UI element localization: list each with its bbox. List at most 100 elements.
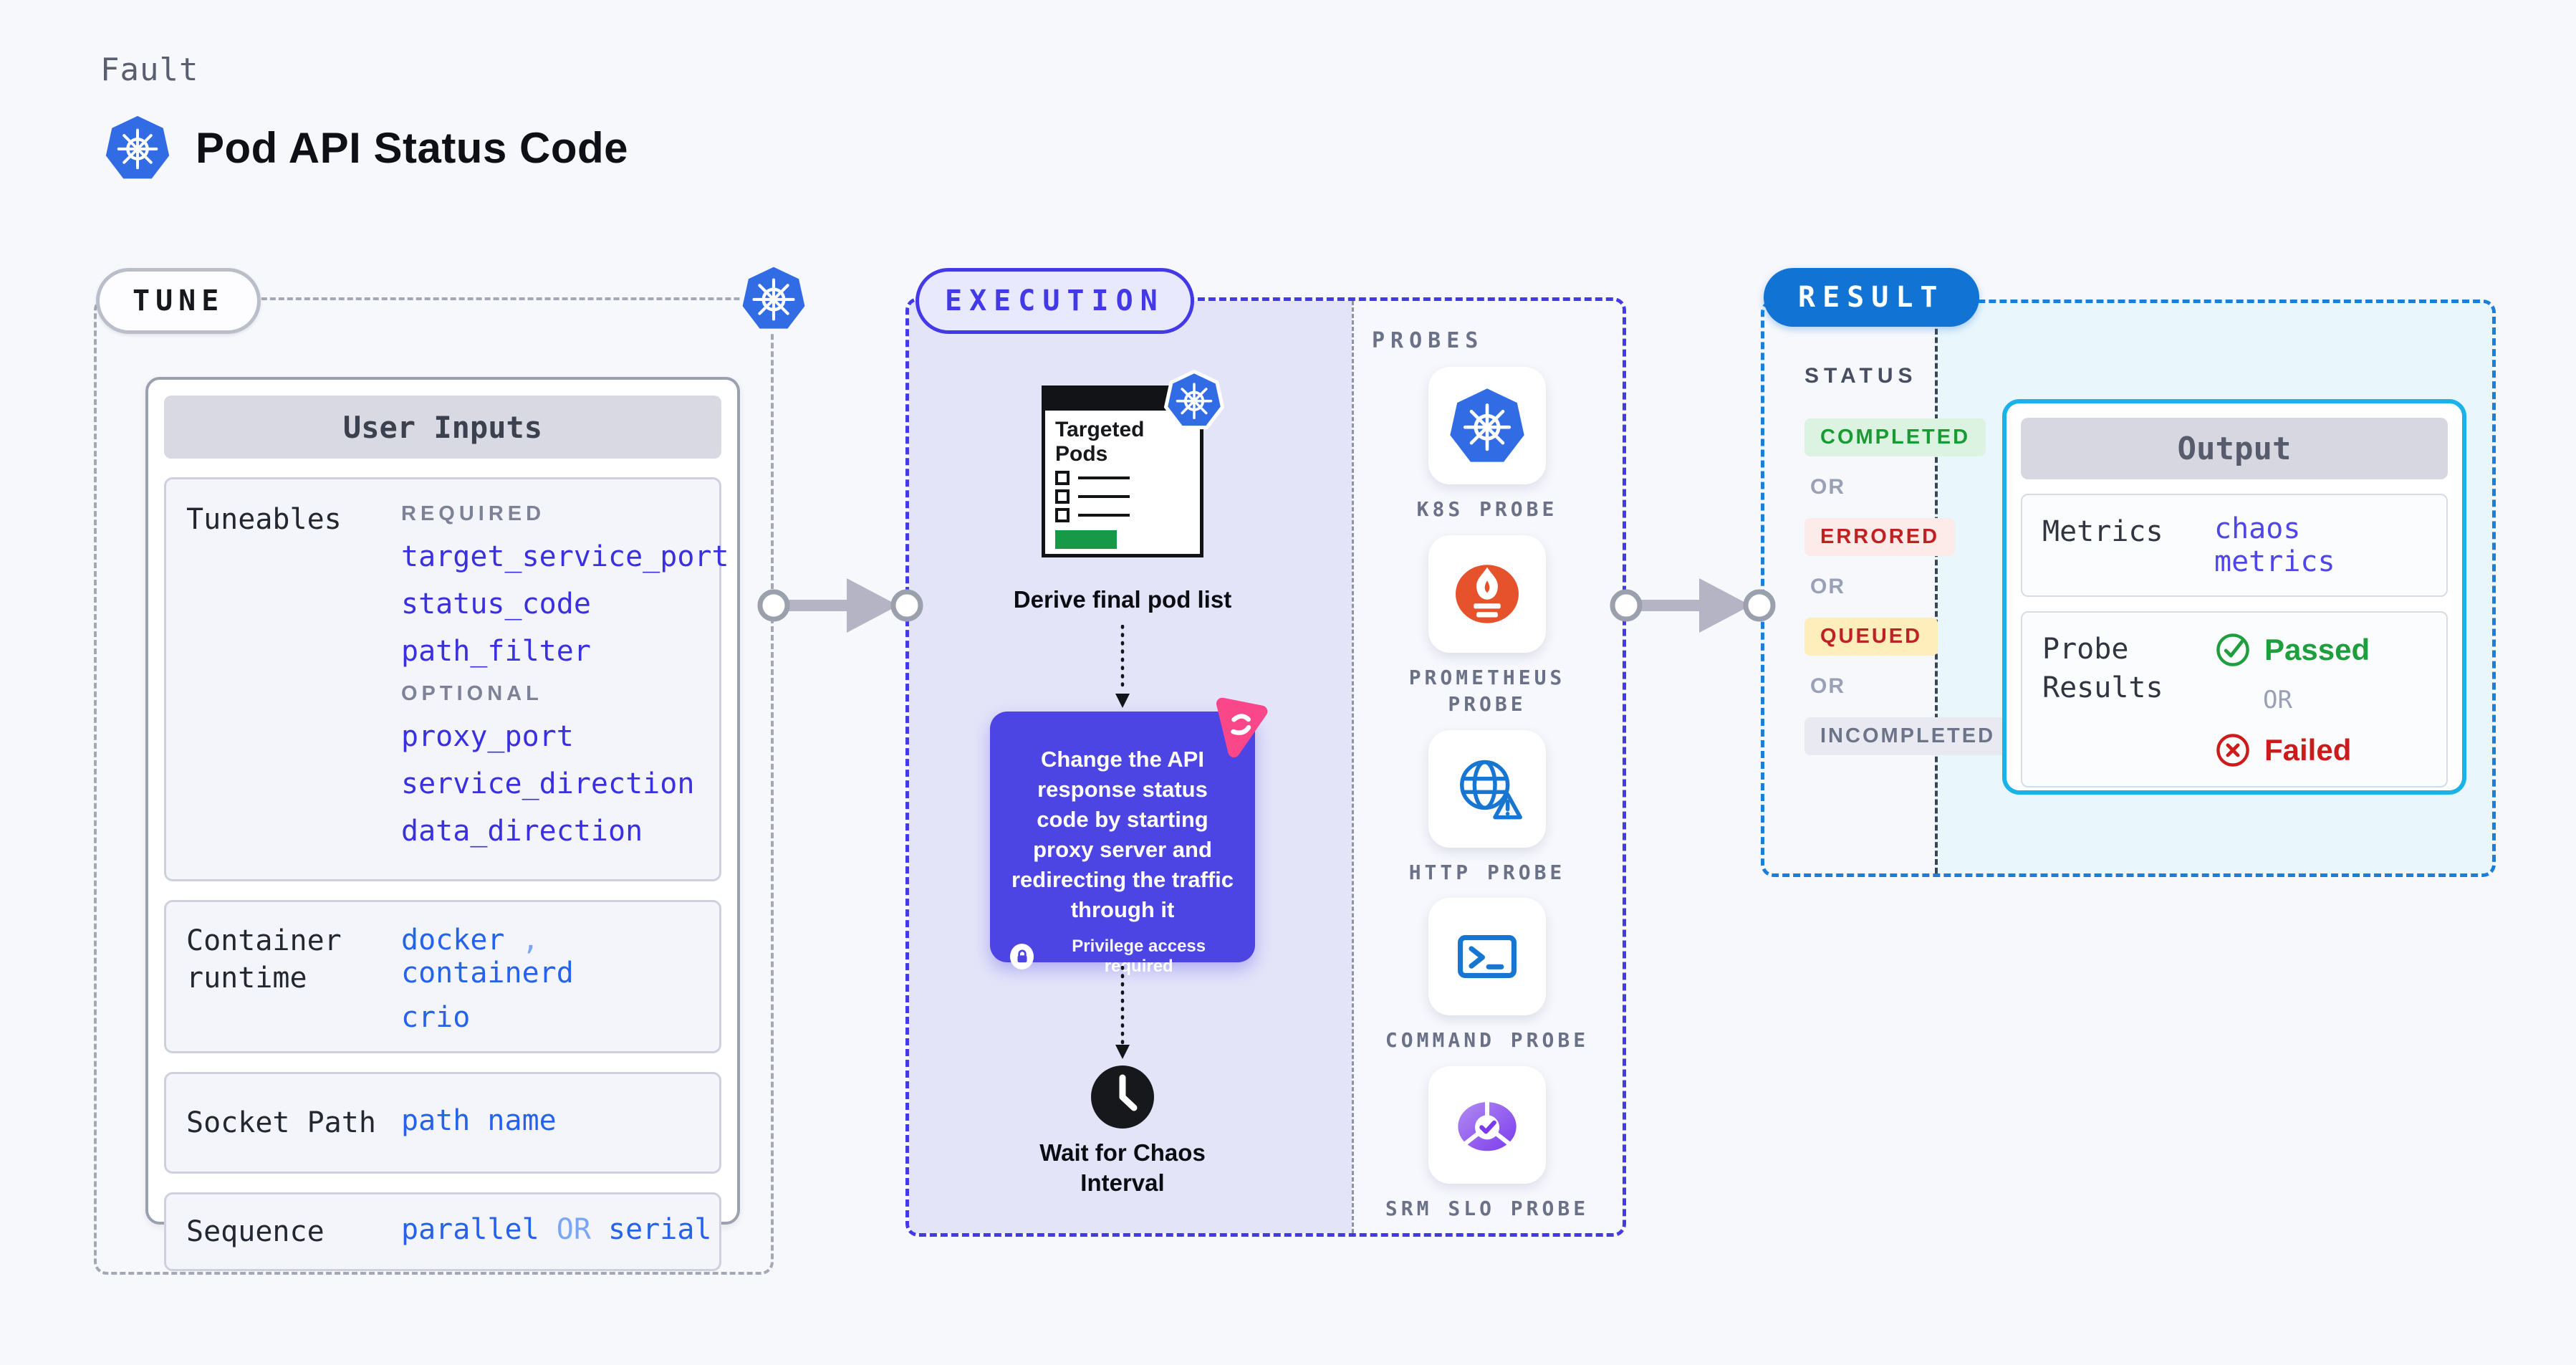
metrics-value: chaos metrics bbox=[2214, 512, 2335, 578]
tuneable-param: target_service_port bbox=[401, 540, 729, 573]
status-label: STATUS bbox=[1804, 364, 1918, 388]
tuneable-param: status_code bbox=[401, 588, 591, 621]
user-inputs-card: User Inputs Tuneables REQUIRED target_se… bbox=[145, 377, 740, 1271]
user-inputs-header: User Inputs bbox=[164, 396, 721, 459]
down-dotted-arrow bbox=[1115, 966, 1130, 1059]
execution-to-result-arrow bbox=[1610, 578, 1776, 633]
socket-path-label: Socket Path bbox=[186, 1106, 376, 1139]
sequence-label: Sequence bbox=[186, 1215, 325, 1248]
tuneable-param: path_filter bbox=[401, 635, 591, 668]
status-column: STATUS COMPLETED OR ERRORED OR QUEUED OR… bbox=[1804, 364, 2012, 755]
fault-callout: Change the API response status code by s… bbox=[990, 697, 1268, 976]
execution-panel: Targeted Pods Derive fi bbox=[905, 297, 1626, 1237]
probe-result-failed: Failed bbox=[2214, 732, 2426, 769]
result-panel: STATUS COMPLETED OR ERRORED OR QUEUED OR… bbox=[1761, 300, 2496, 877]
targeted-pods-card: Targeted Pods bbox=[1042, 369, 1225, 557]
execution-stage-badge: EXECUTION bbox=[915, 268, 1194, 334]
probe-results-values: Passed OR Failed bbox=[2214, 630, 2426, 769]
probe-item-srm-slo: SRM SLO PROBE bbox=[1385, 1066, 1589, 1222]
runtime-value: crio bbox=[401, 1001, 471, 1034]
tune-to-execution-arrow bbox=[757, 578, 923, 633]
or-separator: OR bbox=[1810, 674, 1845, 698]
pods-card-title: Targeted Pods bbox=[1055, 418, 1145, 466]
or-separator: OR bbox=[1810, 575, 1845, 598]
probe-item-command: COMMAND PROBE bbox=[1385, 898, 1589, 1053]
container-runtime-values: docker , containerd crio bbox=[401, 919, 712, 1034]
sequence-value: serial bbox=[608, 1213, 712, 1246]
kubernetes-icon bbox=[104, 113, 171, 182]
probe-list: K8S PROBE PROMETHEUS PROBE bbox=[1352, 367, 1623, 1222]
page-title-row: Pod API Status Code bbox=[104, 113, 628, 182]
tuneable-param: data_direction bbox=[401, 815, 643, 848]
kubernetes-icon bbox=[1428, 367, 1546, 484]
kubernetes-icon bbox=[1163, 369, 1225, 431]
derive-pod-list-caption: Derive final pod list bbox=[1013, 586, 1232, 613]
socket-path-value: path name bbox=[401, 1104, 557, 1137]
runtime-value: containerd bbox=[401, 957, 574, 990]
kubernetes-icon bbox=[739, 262, 809, 334]
down-dotted-arrow bbox=[1115, 625, 1130, 708]
fault-eyebrow: Fault bbox=[100, 52, 199, 88]
tune-stage-badge: TUNE bbox=[96, 268, 261, 334]
probe-result-passed: Passed bbox=[2214, 631, 2426, 669]
http-globe-icon bbox=[1428, 729, 1546, 848]
sequence-or: OR bbox=[556, 1213, 591, 1246]
pods-progress-bar bbox=[1055, 530, 1117, 549]
probe-results-label: Probe Results bbox=[2042, 633, 2163, 704]
status-badge-completed: COMPLETED bbox=[1804, 418, 1986, 456]
x-circle-icon bbox=[2216, 734, 2249, 767]
socket-path-section: Socket Path path name bbox=[164, 1072, 721, 1174]
privilege-note-row: Privilege access required bbox=[1010, 937, 1235, 977]
required-group-label: REQUIRED bbox=[401, 502, 546, 525]
probe-item-k8s: K8S PROBE bbox=[1417, 367, 1558, 522]
probe-label: HTTP PROBE bbox=[1408, 860, 1566, 884]
failed-label: Failed bbox=[2264, 733, 2352, 767]
slo-pie-icon bbox=[1428, 1066, 1546, 1184]
privilege-note: Privilege access required bbox=[1072, 937, 1206, 976]
status-badge-errored: ERRORED bbox=[1804, 518, 1956, 556]
sequence-section: Sequence parallel OR serial bbox=[164, 1192, 721, 1271]
prometheus-icon bbox=[1428, 535, 1546, 653]
status-badge-queued: QUEUED bbox=[1804, 618, 1938, 656]
sequence-value: parallel bbox=[401, 1213, 539, 1246]
terminal-icon bbox=[1428, 898, 1546, 1016]
or-separator: OR bbox=[2263, 686, 2292, 714]
chaos-icon bbox=[1201, 689, 1274, 762]
runtime-value: docker bbox=[401, 924, 505, 957]
probe-label: COMMAND PROBE bbox=[1385, 1028, 1590, 1053]
lock-icon bbox=[1010, 944, 1034, 969]
tuneables-section: Tuneables REQUIRED target_service_port s… bbox=[164, 477, 729, 881]
pod-list-item bbox=[1055, 508, 1200, 522]
probe-label: SRM SLO PROBE bbox=[1385, 1197, 1590, 1220]
tuneables-list: REQUIRED target_service_port status_code… bbox=[401, 498, 729, 862]
wait-chaos-interval-caption: Wait for Chaos Interval bbox=[1039, 1139, 1206, 1196]
output-card: Output Metrics chaos metrics Probe Resul… bbox=[2002, 399, 2466, 795]
probe-item-prometheus: PROMETHEUS PROBE bbox=[1365, 535, 1609, 717]
tune-panel bbox=[94, 297, 774, 1275]
tuneables-label: Tuneables bbox=[186, 503, 342, 536]
container-runtime-section: Container runtime docker , containerd cr… bbox=[164, 900, 721, 1053]
metrics-label: Metrics bbox=[2042, 515, 2163, 548]
container-runtime-label: Container runtime bbox=[186, 924, 342, 995]
pod-list-item bbox=[1055, 471, 1200, 485]
tuneable-param: service_direction bbox=[401, 767, 695, 800]
optional-group-label: OPTIONAL bbox=[401, 682, 543, 705]
probe-results-row: Probe Results Passed OR bbox=[2021, 611, 2448, 787]
output-header: Output bbox=[2021, 418, 2448, 479]
result-stage-badge: RESULT bbox=[1764, 268, 1979, 327]
check-circle-icon bbox=[2216, 633, 2249, 666]
page-title: Pod API Status Code bbox=[196, 123, 628, 172]
callout-text: Change the API response status code by s… bbox=[1011, 747, 1234, 922]
clock-icon bbox=[1090, 1064, 1155, 1130]
probe-item-http: HTTP PROBE bbox=[1408, 729, 1566, 886]
passed-label: Passed bbox=[2264, 633, 2370, 666]
runtime-separator: , bbox=[522, 924, 539, 957]
tuneable-param: proxy_port bbox=[401, 720, 574, 753]
probe-label: PROMETHEUS PROBE bbox=[1408, 665, 1566, 716]
status-badge-incompleted: INCOMPLETED bbox=[1804, 717, 2012, 755]
probes-zone-label: PROBES bbox=[1372, 328, 1484, 353]
status-list: COMPLETED OR ERRORED OR QUEUED OR INCOMP… bbox=[1804, 418, 2012, 755]
probe-label: K8S PROBE bbox=[1416, 497, 1558, 521]
or-separator: OR bbox=[1810, 475, 1845, 499]
